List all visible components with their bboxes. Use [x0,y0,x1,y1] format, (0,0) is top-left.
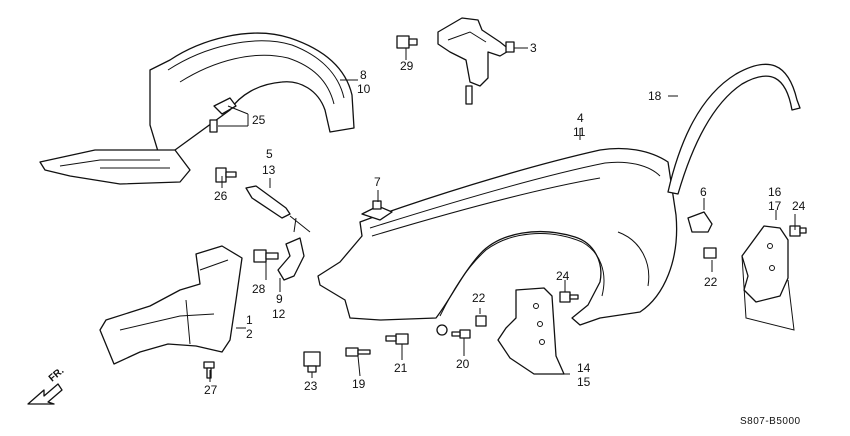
label-3: 3 [530,41,537,55]
bolt-29 [396,35,418,49]
label-23: 23 [304,379,318,393]
clip-22a [475,315,487,327]
splash-shield [99,245,243,365]
nut-23 [303,351,321,373]
label-21: 21 [394,361,408,375]
diagram-code: S807-B5000 [740,416,801,427]
fender-bracket [437,17,511,105]
label-13: 13 [262,163,276,177]
label-4: 4 [577,111,584,125]
screw-19 [345,347,371,357]
front-direction-arrow: FR. [27,365,67,405]
label-6: 6 [700,185,707,199]
label-29: 29 [400,59,414,73]
clip-6 [687,211,713,233]
leader-lines [209,47,796,382]
label-2: 2 [246,327,253,341]
label-15: 15 [577,375,591,389]
label-16: 16 [768,185,782,199]
label-28: 28 [252,282,266,296]
label-25: 25 [252,113,266,127]
label-24a: 24 [556,269,570,283]
label-12: 12 [272,307,286,321]
bolt-24a [559,291,579,303]
label-22b: 22 [704,275,718,289]
label-14: 14 [577,361,591,375]
part-labels: 8 10 25 29 3 4 11 18 5 13 7 6 16 17 24 2… [204,41,806,397]
label-27: 27 [204,383,218,397]
bolt-24b [789,225,807,237]
grommets-25 [209,97,237,133]
fender-stay-13 [245,185,291,219]
fender-stay-12 [277,237,305,281]
label-20: 20 [456,357,470,371]
screw-3 [505,41,515,53]
label-7: 7 [374,175,381,189]
label-11: 11 [573,125,586,139]
label-18: 18 [648,89,662,103]
label-8: 8 [360,68,367,82]
screw-20 [451,329,471,339]
label-10: 10 [357,82,371,96]
label-17: 17 [768,199,782,213]
nut-7 [361,200,393,221]
direction-label: FR. [47,365,67,384]
washer-washer [436,324,448,336]
inner-fender-liner [39,32,355,185]
label-24b: 24 [792,199,806,213]
label-5: 5 [266,147,273,161]
label-19: 19 [352,377,366,391]
screw-26 [215,167,237,183]
clip-22b [703,247,717,259]
mud-guard-rear [741,225,795,331]
front-fender [317,147,678,326]
label-1: 1 [246,313,253,327]
label-26: 26 [214,189,228,203]
mud-guard-front [497,287,565,375]
label-9: 9 [276,292,283,306]
fender-trim-strip [667,63,801,195]
screw-27 [203,361,215,379]
bolt-21 [385,333,409,345]
label-22a: 22 [472,291,486,305]
